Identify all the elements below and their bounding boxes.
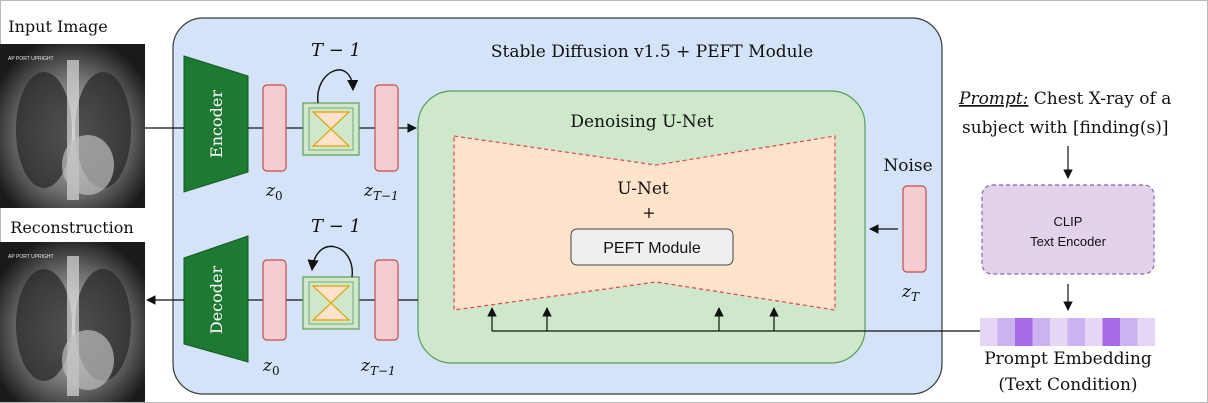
stable-diffusion-title: Stable Diffusion v1.5 + PEFT Module: [491, 42, 813, 62]
embedding-cell: [1032, 318, 1050, 346]
noise-label: Noise: [883, 156, 932, 176]
encoder-block: [183, 55, 249, 193]
diffusion-step-box-bottom: [302, 276, 360, 330]
t-minus-1-bottom: T − 1: [311, 216, 361, 237]
embedding-cell: [1137, 318, 1155, 346]
reconstruction-xray-image: AP PORT UPRIGHT: [0, 242, 145, 402]
unet-label: U-Net: [617, 179, 669, 199]
clip-label-line2: Text Encoder: [1030, 234, 1107, 249]
diffusion-step-box-top: [302, 102, 360, 156]
decoder-block: [183, 235, 249, 363]
z0-bottom-label: z0: [262, 356, 280, 378]
embedding-label-line1: Prompt Embedding: [984, 349, 1152, 369]
embedding-cell: [1015, 318, 1033, 346]
embedding-label-line2: (Text Condition): [998, 375, 1137, 395]
embedding-cell: [1120, 318, 1138, 346]
unet-shape: [453, 135, 836, 311]
latent-zt1-bottom: [374, 259, 399, 341]
z0-top-label: z0: [265, 181, 283, 203]
unet-plus: +: [642, 203, 655, 222]
decoder-label: Decoder: [207, 266, 226, 335]
t-minus-1-top: T − 1: [311, 40, 361, 61]
xray-tag-top: AP PORT UPRIGHT: [8, 56, 54, 62]
zt1-bottom-label: zT−1: [360, 356, 396, 378]
peft-module-box: [570, 228, 734, 266]
input-xray-image: AP PORT UPRIGHT: [0, 44, 145, 208]
loop-arrow-bottom: [307, 245, 353, 278]
embedding-cell: [1050, 318, 1068, 346]
embedding-cell: [1102, 318, 1120, 346]
xray-tag-bottom: AP PORT UPRIGHT: [8, 254, 54, 260]
prompt-text-line2: subject with [finding(s)]: [962, 118, 1169, 138]
embedding-cell: [997, 318, 1015, 346]
latent-z0-top: [262, 84, 287, 172]
prompt-embedding-bar: [980, 318, 1155, 346]
peft-module-label: PEFT Module: [603, 240, 701, 257]
latent-zt1-top: [374, 84, 399, 172]
input-image-label: Input Image: [8, 17, 107, 36]
clip-label-line1: CLIP: [1054, 214, 1083, 229]
encoder-label: Encoder: [207, 90, 226, 158]
clip-text-encoder-box: [981, 184, 1155, 275]
embedding-cell: [980, 318, 998, 346]
denoising-unet-title: Denoising U-Net: [570, 112, 713, 132]
noise-latent: [902, 185, 927, 273]
latent-z0-bottom: [262, 259, 287, 341]
reconstruction-label: Reconstruction: [10, 218, 133, 237]
embedding-cell: [1085, 318, 1103, 346]
loop-arrow-top: [317, 69, 359, 104]
prompt-text-line1: Prompt: Chest X-ray of a: [958, 89, 1171, 109]
embedding-cell: [1067, 318, 1085, 346]
zt1-top-label: zT−1: [363, 181, 399, 203]
zt-label: zT: [901, 282, 920, 304]
